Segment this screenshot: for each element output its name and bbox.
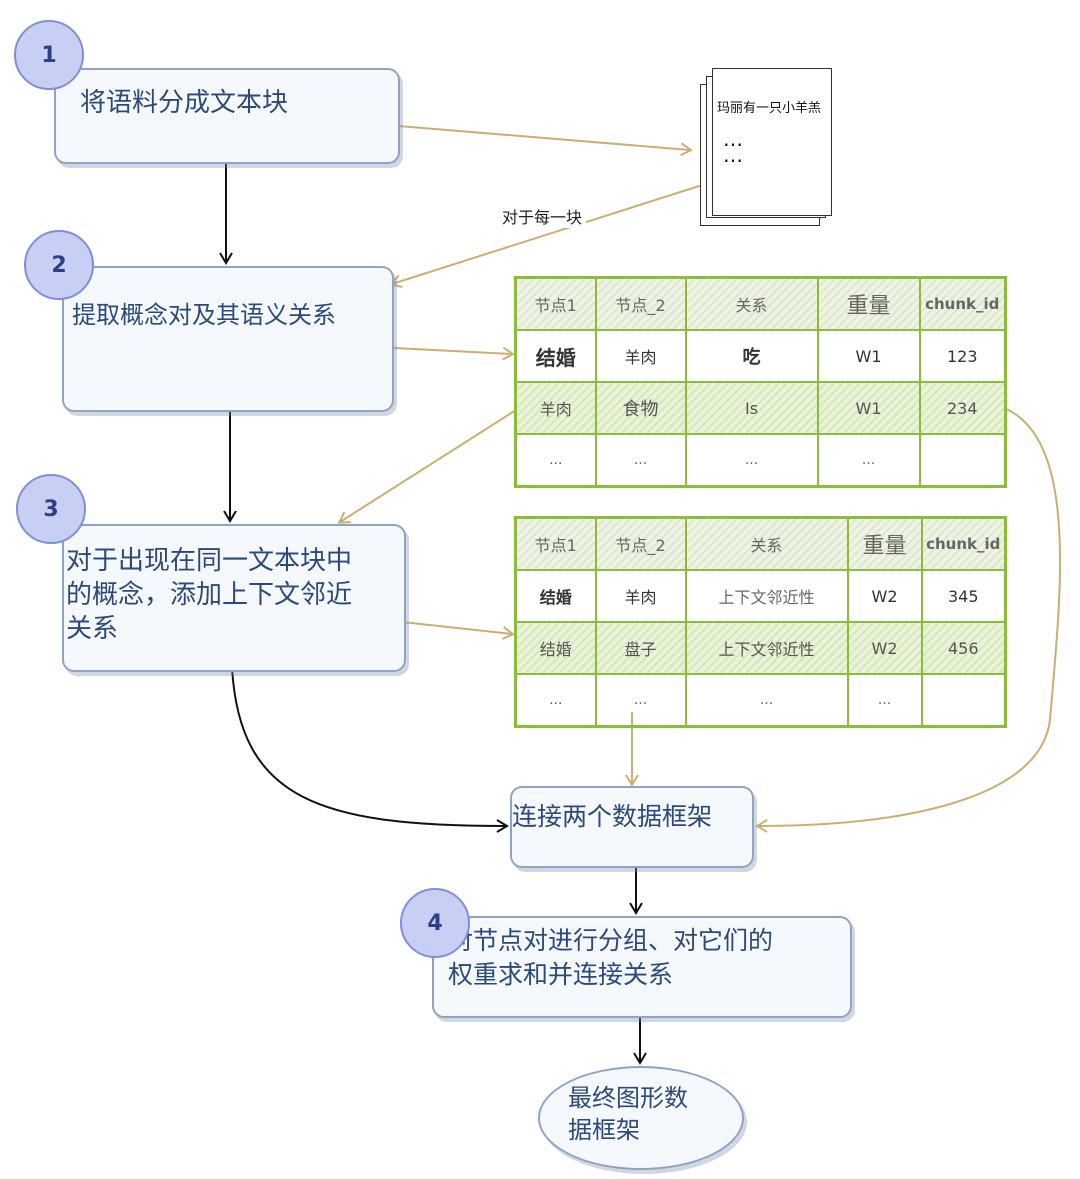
header-cell: 重量 xyxy=(846,516,923,571)
step-3-line-3: 关系 xyxy=(66,614,119,644)
step-1-badge: 1 xyxy=(14,20,84,90)
table-row: ... ... ... ... xyxy=(514,673,1007,728)
header-cell: 节点1 xyxy=(514,516,597,571)
step-2-badge: 2 xyxy=(24,230,94,300)
table-cell: 456 xyxy=(920,621,1007,675)
table-row: 结婚 羊肉 上下文邻近性 W2 345 xyxy=(514,569,1007,623)
table-cell xyxy=(918,433,1007,488)
table-cell: 123 xyxy=(918,329,1007,383)
table-row: ... ... ... ... xyxy=(514,433,1007,488)
table-row: 羊肉 食物 Is W1 234 xyxy=(514,381,1007,435)
step-4-box xyxy=(432,916,852,1018)
table-cell: ... xyxy=(594,673,687,728)
document-ellipsis-2: … xyxy=(723,143,743,167)
step-4-line-1: 对节点对进行分组、对它们的 xyxy=(448,926,774,955)
step-3-badge: 3 xyxy=(16,474,86,544)
arrow-2-to-table1 xyxy=(393,346,515,361)
arrow-table1-to-merge xyxy=(755,407,1062,833)
step-4-text: 对节点对进行分组、对它们的 权重求和并连接关系 xyxy=(448,924,773,992)
table-cell: 吃 xyxy=(684,329,819,383)
header-cell: 节点_2 xyxy=(594,516,687,571)
table-cell: 上下文邻近性 xyxy=(684,621,849,675)
table-cell: 345 xyxy=(920,569,1007,623)
arrow-1-to-document xyxy=(397,125,693,157)
table-cell: 羊肉 xyxy=(514,381,597,435)
step-1-box xyxy=(54,68,400,164)
step-2-text: 提取概念对及其语义关系 xyxy=(72,301,336,329)
table-cell: 结婚 xyxy=(514,621,597,675)
final-output-ellipse xyxy=(538,1066,744,1170)
step-3-box xyxy=(62,524,406,672)
document-icon: 玛丽有一只小羊羔 … … xyxy=(712,68,832,216)
table-cell: W2 xyxy=(846,621,923,675)
table-header-row: 节点1 节点_2 关系 重量 chunk_id xyxy=(514,276,1007,331)
table-cell: 盘子 xyxy=(594,621,687,675)
table-cell: 羊肉 xyxy=(594,329,687,383)
table-cell: W1 xyxy=(816,381,921,435)
table-cell: ... xyxy=(684,673,849,728)
table-row: 结婚 羊肉 吃 W1 123 xyxy=(514,329,1007,383)
arrow-document-to-2 xyxy=(389,179,719,288)
final-line-2: 据框架 xyxy=(568,1116,640,1144)
table-cell: Is xyxy=(684,381,819,435)
header-cell: 重量 xyxy=(816,276,921,331)
table-cell: 234 xyxy=(918,381,1007,435)
step-4-badge: 4 xyxy=(400,888,470,958)
table-semantic-relations: 节点1 节点_2 关系 重量 chunk_id 结婚 羊肉 吃 W1 123 羊… xyxy=(514,276,1007,488)
table-cell: ... xyxy=(684,433,819,488)
arrow-3-to-merge xyxy=(231,667,509,833)
final-output-text: 最终图形数 据框架 xyxy=(568,1082,688,1146)
step-1-text: 将语料分成文本块 xyxy=(80,88,289,118)
final-line-1: 最终图形数 xyxy=(568,1084,688,1112)
table-contextual-proximity: 节点1 节点_2 关系 重量 chunk_id 结婚 羊肉 上下文邻近性 W2 … xyxy=(514,516,1007,728)
table-cell: ... xyxy=(594,433,687,488)
table-cell: ... xyxy=(846,673,923,728)
table-cell: W2 xyxy=(846,569,923,623)
arrow-3-to-table2 xyxy=(401,621,515,640)
step-4-line-2: 权重求和并连接关系 xyxy=(448,960,674,989)
arrow-table1-to-3 xyxy=(337,409,517,524)
table-cell: 羊肉 xyxy=(594,569,687,623)
step-3-line-1: 对于出现在同一文本块中 xyxy=(66,546,353,576)
header-cell: chunk_id xyxy=(918,276,1007,331)
per-chunk-label: 对于每一块 xyxy=(498,204,587,228)
table-cell xyxy=(920,673,1007,728)
table-row: 结婚 盘子 上下文邻近性 W2 456 xyxy=(514,621,1007,675)
merge-box xyxy=(510,786,754,868)
merge-text: 连接两个数据框架 xyxy=(512,802,713,831)
table-cell: ... xyxy=(514,433,597,488)
header-cell: chunk_id xyxy=(920,516,1007,571)
table-cell: 食物 xyxy=(594,381,687,435)
table-cell: 结婚 xyxy=(514,569,597,623)
step-2-box xyxy=(62,266,394,412)
header-cell: 节点1 xyxy=(514,276,597,331)
table-cell: ... xyxy=(514,673,597,728)
table-cell: ... xyxy=(816,433,921,488)
table-header-row: 节点1 节点_2 关系 重量 chunk_id xyxy=(514,516,1007,571)
header-cell: 节点_2 xyxy=(594,276,687,331)
header-cell: 关系 xyxy=(684,276,819,331)
step-3-text: 对于出现在同一文本块中 的概念，添加上下文邻近 关系 xyxy=(66,544,352,646)
table-cell: W1 xyxy=(816,329,921,383)
table-cell: 结婚 xyxy=(514,329,597,383)
header-cell: 关系 xyxy=(684,516,849,571)
step-3-line-2: 的概念，添加上下文邻近 xyxy=(66,580,353,610)
document-ellipsis-1: … xyxy=(723,127,743,151)
table-cell: 上下文邻近性 xyxy=(684,569,849,623)
document-title: 玛丽有一只小羊羔 xyxy=(717,101,822,116)
